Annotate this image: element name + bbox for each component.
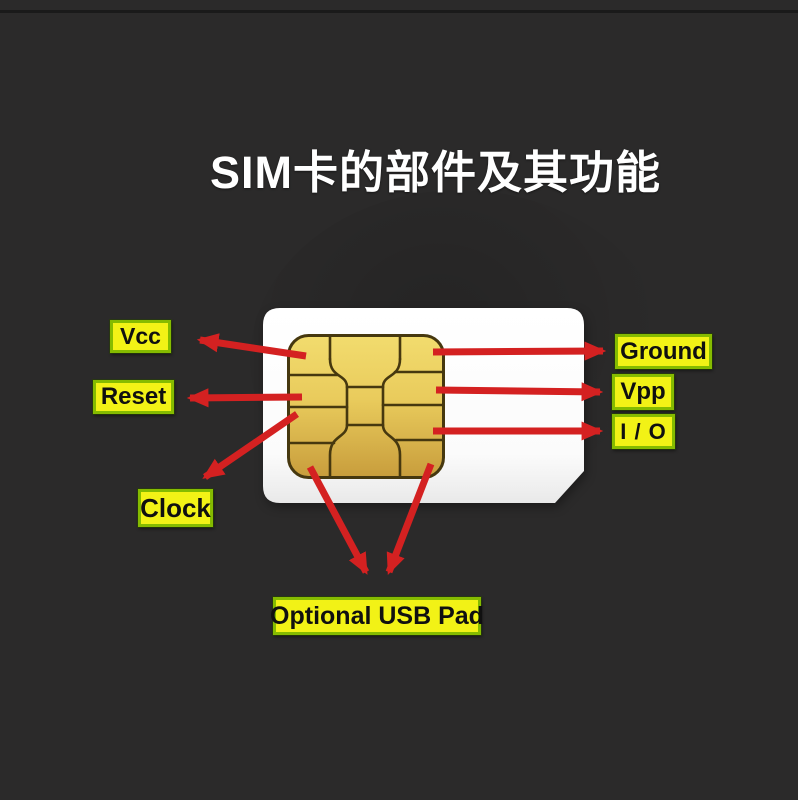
top-border-strip bbox=[0, 10, 798, 13]
label-optional-usb-pad: Optional USB Pad bbox=[270, 597, 484, 635]
usb-left-arrow bbox=[306, 465, 370, 575]
clock-arrow bbox=[202, 411, 299, 480]
label-vpp: Vpp bbox=[612, 374, 674, 410]
vcc-arrow bbox=[196, 333, 307, 360]
ground-arrow bbox=[432, 341, 607, 361]
page-title: SIM卡的部件及其功能 bbox=[210, 147, 662, 198]
reset-arrow bbox=[186, 388, 303, 408]
sim-chip bbox=[287, 334, 445, 479]
label-ground: Ground bbox=[615, 334, 712, 369]
label-reset: Reset bbox=[93, 380, 174, 414]
label-vcc: Vcc bbox=[110, 320, 171, 353]
vpp-arrow bbox=[435, 382, 604, 402]
annotation-arrows bbox=[186, 333, 607, 576]
label-io: I / O bbox=[612, 414, 675, 449]
label-clock: Clock bbox=[138, 489, 213, 527]
usb-right-arrow bbox=[385, 462, 435, 576]
